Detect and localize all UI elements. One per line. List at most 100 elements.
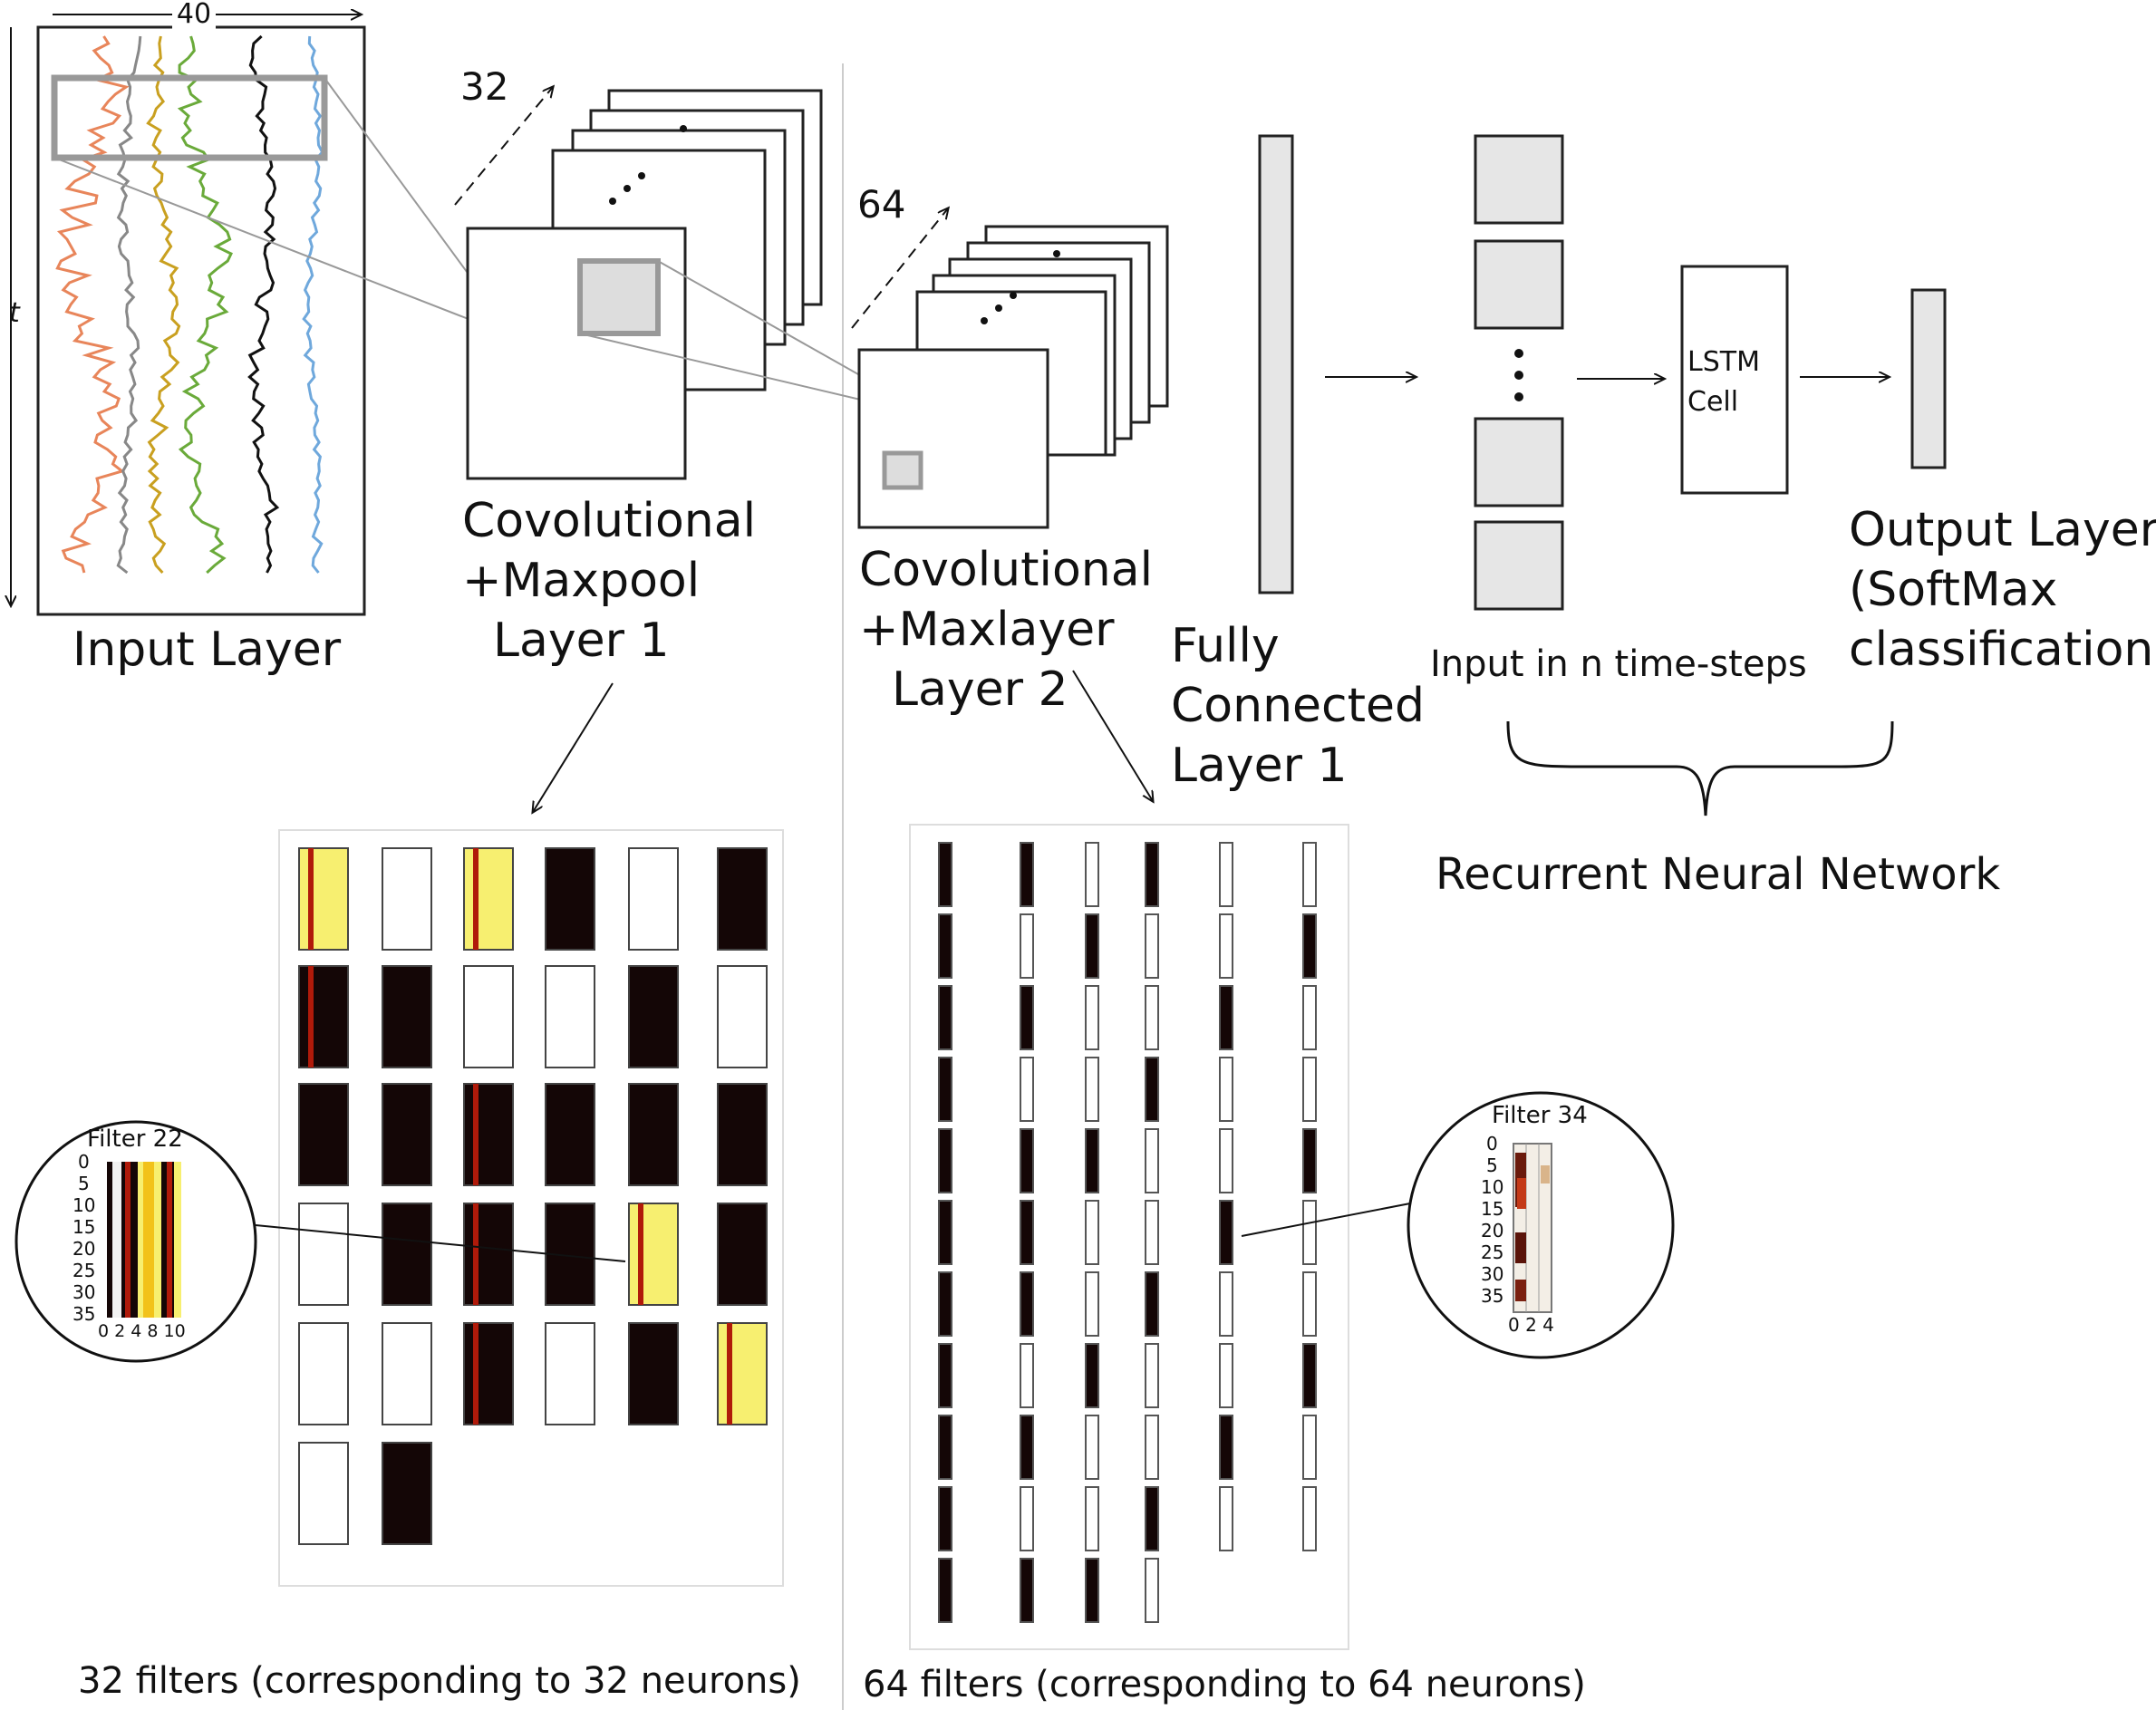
lstm-cell (1680, 265, 1789, 495)
filter-cell (1219, 1486, 1233, 1551)
filter-cell (1145, 985, 1159, 1050)
zoom1-xticks: 0 2 4 8 10 (98, 1321, 186, 1341)
filter-cell (1219, 1343, 1233, 1408)
zoom2-ytick: 30 (1481, 1263, 1504, 1285)
filter-cell (1085, 1128, 1099, 1193)
output-bar (1910, 288, 1947, 469)
timestep-box (1474, 134, 1564, 225)
filter-cell (382, 1322, 432, 1425)
filter-cell (1085, 1271, 1099, 1337)
filter-cell (298, 1442, 349, 1545)
zoom1-ytick: 20 (73, 1238, 96, 1260)
filter-cell (1145, 1200, 1159, 1265)
filter-cell (463, 965, 514, 1068)
filter-cell (1020, 1415, 1034, 1480)
filter-cell (1085, 1558, 1099, 1623)
filter-cell (1145, 1415, 1159, 1480)
zoom-connector (1241, 1203, 1411, 1237)
zoom2-ytick: 25 (1481, 1241, 1504, 1263)
filter-cell (1302, 1343, 1317, 1408)
filter-cell (382, 1442, 432, 1545)
depth-arrow (454, 87, 553, 206)
filter-cell (1085, 1200, 1099, 1265)
filter-cell (1145, 913, 1159, 979)
ellipsis-dot (981, 317, 988, 324)
timestep-inputs (1474, 134, 1564, 611)
filter-cell (1085, 842, 1099, 907)
filter-cell (298, 1083, 349, 1186)
filter-cell (382, 965, 432, 1068)
time-series-trace (177, 35, 233, 575)
filter-cell (1219, 842, 1233, 907)
filter-cell (1085, 1343, 1099, 1408)
feature-map (857, 348, 1049, 529)
filter-stripe (473, 1084, 479, 1185)
ellipsis-dot (1514, 392, 1523, 401)
zoom1-ytick: 5 (78, 1173, 90, 1194)
filter-cell (1219, 1415, 1233, 1480)
filter-cell (1302, 913, 1317, 979)
ellipsis-dot (1010, 292, 1017, 299)
filter-cell (1302, 1486, 1317, 1551)
filter-cell (628, 1322, 679, 1425)
filter-cell (938, 1057, 952, 1122)
pointer-arrow (1072, 670, 1153, 801)
filter-cell (938, 1415, 952, 1480)
fully-connected-bar (1258, 134, 1294, 594)
zoom-filter-22 (15, 1120, 257, 1363)
filter-cell (382, 847, 432, 951)
filter-cell (463, 1203, 514, 1306)
conv1-label-line2: +Maxpool (462, 554, 701, 608)
input-window-highlight (51, 74, 328, 161)
filter-cell (938, 1128, 952, 1193)
conv2-label-line1: Covolutional (859, 543, 1154, 597)
filter-cell (938, 1343, 952, 1408)
time-series-trace (247, 34, 280, 574)
filter-cell (1302, 1415, 1317, 1480)
filter-cell (1219, 1200, 1233, 1265)
zoom2-ytick: 0 (1486, 1133, 1498, 1154)
input-width-label: 40 (172, 0, 216, 29)
time-series-trace (55, 35, 130, 574)
zoom1-ytick: 10 (73, 1194, 96, 1216)
filter-cell (1302, 1271, 1317, 1337)
rnn-brace (1506, 720, 1894, 816)
filter-cell (938, 913, 952, 979)
zoom-heat-cell (1541, 1165, 1550, 1183)
timesteps-label: Input in n time-steps (1430, 643, 1807, 685)
ellipsis-dot (638, 172, 645, 179)
zoom2-ytick: 10 (1481, 1176, 1504, 1198)
filter-cell (938, 1200, 952, 1265)
filter-cell (1085, 1486, 1099, 1551)
zoom-heat-cell (1515, 1232, 1526, 1263)
filter-cell (628, 847, 679, 951)
filter-stripe (308, 966, 314, 1068)
zoom-heat-cell (1515, 1280, 1526, 1301)
zoom-heat-stripe (174, 1162, 181, 1318)
input-time-series (55, 34, 324, 575)
fc-label-line2: Connected (1171, 679, 1426, 733)
time-axis-label: t (9, 297, 20, 329)
time-series-trace (302, 35, 324, 574)
timestep-box (1474, 520, 1564, 611)
filter-cell (1085, 1057, 1099, 1122)
filter-cell (938, 842, 952, 907)
pointer-arrow (533, 682, 614, 812)
filter-cell (1302, 985, 1317, 1050)
zoom1-ytick: 35 (73, 1303, 96, 1325)
filter-cell (545, 847, 595, 951)
filter-cell (938, 1558, 952, 1623)
zoom1-ytick: 30 (73, 1281, 96, 1303)
filter-cell (463, 847, 514, 951)
filter-stripe (638, 1203, 643, 1305)
filter-cell (628, 1083, 679, 1186)
filter-cell (1145, 1486, 1159, 1551)
filter-cell (1085, 985, 1099, 1050)
zoom-heat-stripe (125, 1162, 131, 1318)
conv1-stack (454, 87, 823, 480)
filter-stripe (473, 1323, 479, 1425)
filter-cell (938, 985, 952, 1050)
filter-cell (1219, 1128, 1233, 1193)
pool-window (882, 450, 923, 490)
filter-cell (1145, 1057, 1159, 1122)
